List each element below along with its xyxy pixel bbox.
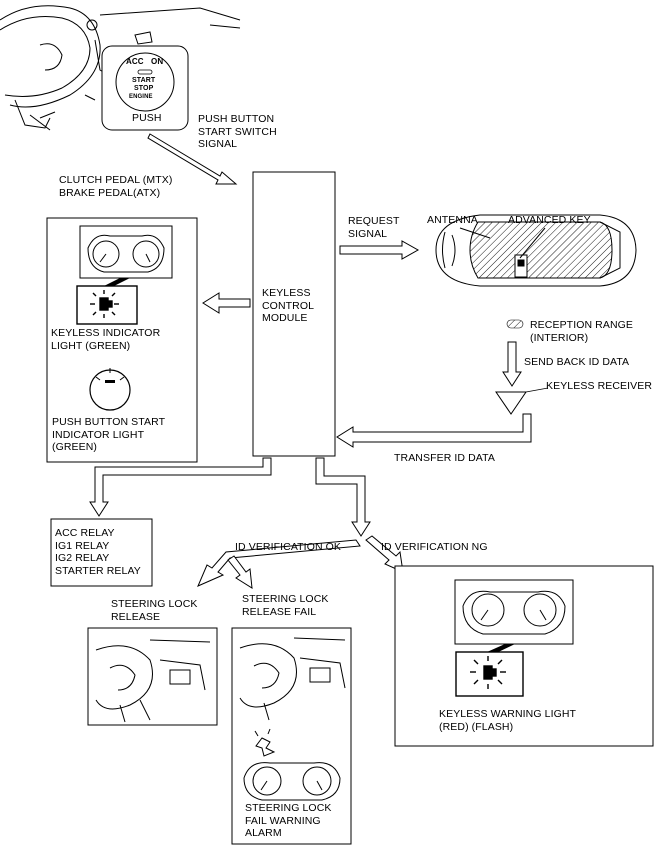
switch-acc-label: ACC xyxy=(126,57,144,66)
warning-key-flash-icon xyxy=(470,656,506,689)
request-signal-arrow xyxy=(339,240,420,260)
steering-wheel-illustration xyxy=(0,5,241,131)
indicator-light-label: KEYLESS INDICATOR LIGHT (GREEN) xyxy=(51,327,161,352)
relays-label: ACC RELAY IG1 RELAY IG2 RELAY STARTER RE… xyxy=(55,527,141,577)
indicator-arrow xyxy=(202,292,251,314)
push-start-indicator-icon xyxy=(89,369,131,411)
antenna-label: ANTENNA xyxy=(427,214,478,226)
lock-release-fail-label: STEERING LOCK RELEASE FAIL xyxy=(242,593,329,618)
car-top-view xyxy=(435,214,637,287)
reception-range-label: RECEPTION RANGE (INTERIOR) xyxy=(530,319,634,344)
transfer-id-label: TRANSFER ID DATA xyxy=(394,452,495,464)
reception-range-swatch xyxy=(506,319,524,329)
instrument-cluster-icon xyxy=(87,234,165,273)
keyless-receiver-icon xyxy=(495,391,527,415)
id-ng-arrow xyxy=(365,535,404,573)
switch-start-label: START xyxy=(132,77,156,84)
id-ng-label: ID VERIFICATION NG xyxy=(381,541,488,553)
release-fail-box xyxy=(231,627,352,845)
request-signal-label: REQUEST SIGNAL xyxy=(348,215,400,240)
advanced-key-label: ADVANCED KEY xyxy=(508,214,591,226)
pedal-label: CLUTCH PEDAL (MTX) BRAKE PEDAL(ATX) xyxy=(59,174,173,199)
relay-box xyxy=(50,518,153,587)
fail-alarm-label: STEERING LOCK FAIL WARNING ALARM xyxy=(245,802,332,839)
relay-arrow xyxy=(89,457,272,517)
release-fail-arrow xyxy=(227,555,253,589)
steering-release-illustration xyxy=(95,639,211,723)
release-fail-illustration xyxy=(239,637,346,721)
keyless-receiver-label: KEYLESS RECEIVER xyxy=(546,380,653,392)
alarm-icon xyxy=(254,728,276,757)
cluster-panel xyxy=(79,225,173,279)
warning-cluster-icon xyxy=(462,590,566,635)
key-flash-icon xyxy=(90,290,119,318)
push-start-led xyxy=(105,380,115,383)
switch-engine-label: ENGINE xyxy=(129,94,153,100)
push-start-flash xyxy=(95,368,125,381)
push-signal-arrow xyxy=(147,133,238,185)
switch-push-label: PUSH xyxy=(132,112,162,124)
module-label: KEYLESS CONTROL MODULE xyxy=(262,287,315,324)
receiver-leader xyxy=(525,387,549,393)
send-back-arrow xyxy=(502,341,522,387)
lock-release-label: STEERING LOCK RELEASE xyxy=(111,598,198,623)
send-back-label: SEND BACK ID DATA xyxy=(524,356,630,368)
push-start-indicator-label: PUSH BUTTON START INDICATOR LIGHT (GREEN… xyxy=(52,416,166,453)
transfer-id-arrow xyxy=(336,413,532,448)
push-switch-indicator xyxy=(137,69,153,75)
fail-cluster-icon xyxy=(243,762,341,801)
keyless-control-module xyxy=(252,171,336,457)
push-switch-ring xyxy=(115,52,175,112)
warning-light-label: KEYLESS WARNING LIGHT (RED) (FLASH) xyxy=(439,708,577,733)
switch-stop-label: STOP xyxy=(134,85,154,92)
switch-on-label: ON xyxy=(151,57,164,66)
push-button-signal-label: PUSH BUTTON START SWITCH SIGNAL xyxy=(198,113,277,150)
id-ok-label: ID VERIFICATION OK xyxy=(235,541,342,553)
id-ok-arrow xyxy=(197,539,361,587)
id-verification-arrow xyxy=(315,457,371,537)
